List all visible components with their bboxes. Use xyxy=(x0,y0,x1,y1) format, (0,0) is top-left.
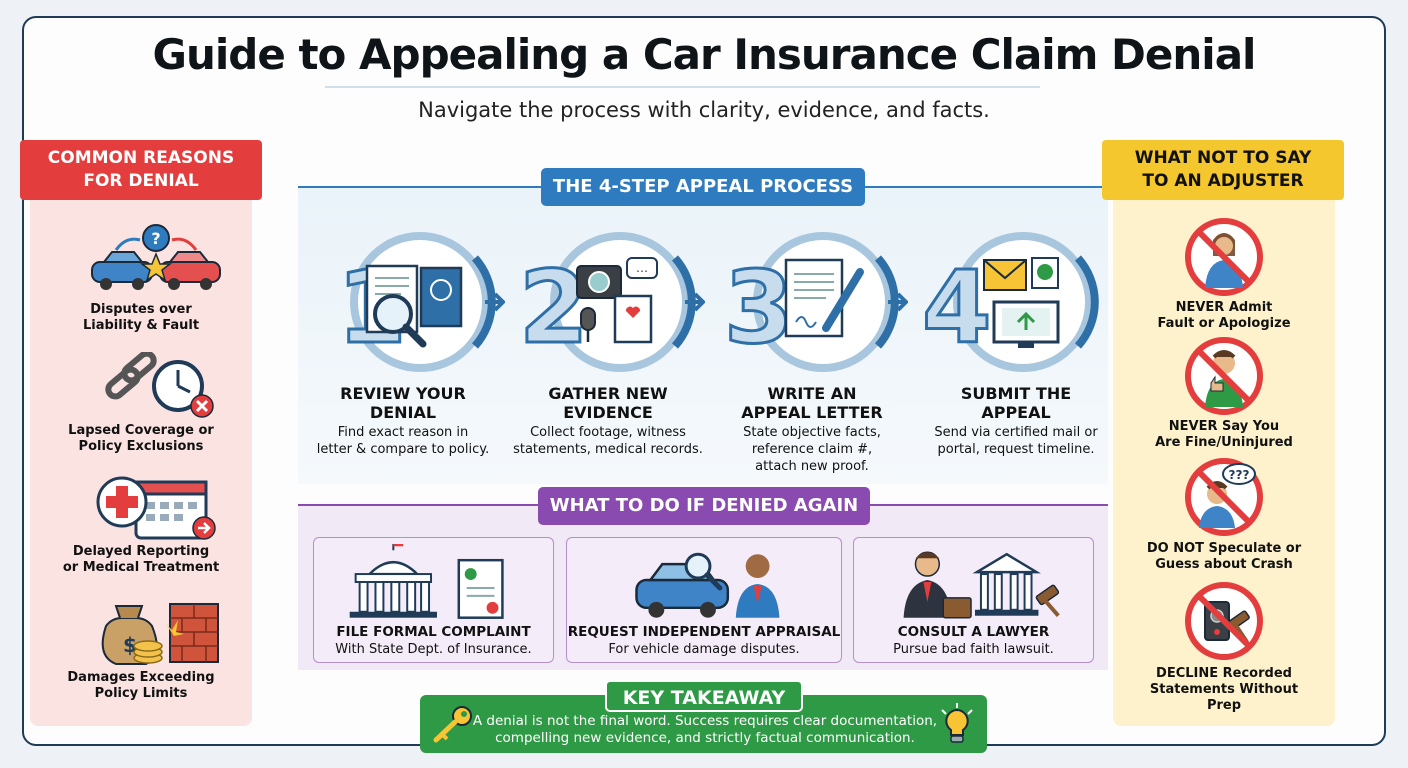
reason-delayed-reporting: Delayed Reporting or Medical Treatment xyxy=(62,544,220,575)
dont-say-fine: NEVER Say You Are Fine/Uninjured xyxy=(1155,419,1293,450)
decline-recorded-statements: DECLINE Recorded Statements Without Prep xyxy=(1149,666,1299,713)
step-4-title: SUBMIT THE APPEAL xyxy=(960,384,1072,422)
page-subtitle: Navigate the process with clarity, evide… xyxy=(418,98,990,122)
step-1-title: REVIEW YOUR DENIAL xyxy=(340,384,466,422)
broken-chain-clock-icon xyxy=(105,352,214,418)
option-independent-appraisal: REQUEST INDEPENDENT APPRAISAL For vehicl… xyxy=(566,537,842,663)
option-1-desc: With State Dept. of Insurance. xyxy=(335,642,532,657)
dont-admit-fault: NEVER Admit Fault or Apologize xyxy=(1157,300,1291,331)
step-number-3: 3 xyxy=(724,249,794,366)
option-3-title: CONSULT A LAWYER xyxy=(897,624,1050,640)
step-3-desc: State objective facts, reference claim #… xyxy=(743,425,881,474)
capitol-building-icon xyxy=(349,544,504,619)
car-crash-icon: ? xyxy=(91,224,221,290)
reason-liability: Disputes over Liability & Fault xyxy=(82,302,200,333)
takeaway-text: A denial is not the final word. Success … xyxy=(472,713,938,746)
svg-text:???: ??? xyxy=(1229,468,1250,482)
no-recorder-icon xyxy=(1185,582,1263,660)
step-3-title: WRITE AN APPEAL LETTER xyxy=(741,384,883,422)
no-thumbs-up-icon xyxy=(1185,337,1263,415)
step-1-desc: Find exact reason in letter & compare to… xyxy=(316,425,490,457)
option-3-desc: Pursue bad faith lawsuit. xyxy=(893,642,1054,657)
denied-again-banner: WHAT TO DO IF DENIED AGAIN xyxy=(538,487,870,525)
option-consult-lawyer: CONSULT A LAWYER Pursue bad faith lawsui… xyxy=(853,537,1094,663)
no-apology-icon xyxy=(1185,218,1263,296)
option-file-complaint: FILE FORMAL COMPLAINT With State Dept. o… xyxy=(313,537,554,663)
step-4-desc: Send via certified mail or portal, reque… xyxy=(934,425,1098,457)
option-1-title: FILE FORMAL COMPLAINT xyxy=(336,624,531,640)
mail-upload-icon: 4 xyxy=(921,232,1099,372)
option-2-title: REQUEST INDEPENDENT APPRAISAL xyxy=(567,624,841,640)
dont-speculate: DO NOT Speculate or Guess about Crash xyxy=(1146,541,1302,572)
no-speculation-icon: ??? xyxy=(1185,458,1263,536)
option-2-desc: For vehicle damage disputes. xyxy=(608,642,800,657)
key-icon xyxy=(433,706,472,743)
title-divider xyxy=(325,86,1040,88)
reasons-banner: COMMON REASONS FOR DENIAL xyxy=(20,140,262,200)
camera-microphone-icon: 2 … xyxy=(518,232,705,372)
lightbulb-icon xyxy=(941,703,973,743)
letter-pen-icon: 3 xyxy=(723,232,908,372)
donts-banner: WHAT NOT TO SAY TO AN ADJUSTER xyxy=(1102,140,1344,200)
medical-calendar-icon xyxy=(96,476,216,540)
reason-lapsed-coverage: Lapsed Coverage or Policy Exclusions xyxy=(68,423,214,454)
document-magnifier-icon: 1 xyxy=(336,232,505,372)
steps-banner: THE 4-STEP APPEAL PROCESS xyxy=(541,168,865,206)
car-appraiser-icon xyxy=(635,552,780,618)
step-2-desc: Collect footage, witness statements, med… xyxy=(513,425,703,457)
lawyer-courthouse-icon xyxy=(903,551,1060,619)
step-number-4: 4 xyxy=(922,249,992,366)
reason-damages-exceeding: Damages Exceeding Policy Limits xyxy=(67,670,215,701)
money-bag-wall-icon: $ xyxy=(101,603,219,665)
step-2-title: GATHER NEW EVIDENCE xyxy=(548,384,668,422)
takeaway-banner: KEY TAKEAWAY xyxy=(605,680,803,712)
svg-text:…: … xyxy=(636,261,648,275)
page-title: Guide to Appealing a Car Insurance Claim… xyxy=(152,30,1257,79)
svg-text:?: ? xyxy=(151,229,160,248)
step-number-2: 2 xyxy=(519,249,589,366)
